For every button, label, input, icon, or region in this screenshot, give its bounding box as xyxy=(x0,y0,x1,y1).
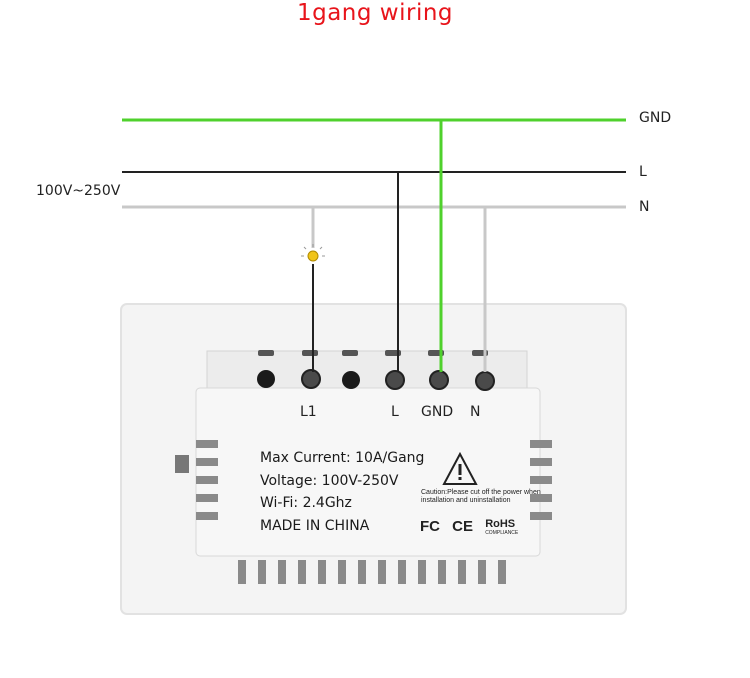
terminal-label-l: L xyxy=(391,404,399,420)
terminal-hole-1 xyxy=(257,370,275,388)
fc-mark: FC xyxy=(420,518,440,535)
terminal-l xyxy=(385,370,405,390)
light-bulb-icon xyxy=(301,244,325,262)
rohs-mark: RoHS COMPLIANCE xyxy=(485,518,523,536)
l-line-label: L xyxy=(639,164,647,180)
spec-voltage: Voltage: 100V-250V xyxy=(260,473,399,489)
terminal-hole-2 xyxy=(342,371,360,389)
switch-back-cover xyxy=(195,387,541,557)
bottom-vents xyxy=(238,560,506,584)
right-side-vents xyxy=(530,440,552,520)
n-line-label: N xyxy=(639,199,650,215)
warning-triangle-icon xyxy=(442,451,478,485)
terminal-l1 xyxy=(301,369,321,389)
spec-wifi: Wi-Fi: 2.4Ghz xyxy=(260,495,352,511)
terminal-gnd xyxy=(429,370,449,390)
gnd-line-label: GND xyxy=(639,110,672,126)
ce-mark: CE xyxy=(452,518,474,535)
certification-marks: FC CE RoHS COMPLIANCE xyxy=(420,518,531,536)
terminal-n xyxy=(475,371,495,391)
terminal-label-gnd: GND xyxy=(421,404,454,420)
voltage-label: 100V~250V xyxy=(36,183,121,199)
diagram-title: 1gang wiring xyxy=(296,0,454,26)
spec-max-current: Max Current: 10A/Gang xyxy=(260,450,425,466)
left-side-vents xyxy=(175,440,218,520)
spec-made-in: MADE IN CHINA xyxy=(260,518,370,534)
terminal-label-n: N xyxy=(470,404,481,420)
rohs-label: RoHS xyxy=(485,518,516,530)
caution-text: Caution:Please cut off the power when in… xyxy=(421,489,541,504)
terminal-label-l1: L1 xyxy=(300,404,317,420)
rohs-sub-label: COMPLIANCE xyxy=(485,530,519,536)
